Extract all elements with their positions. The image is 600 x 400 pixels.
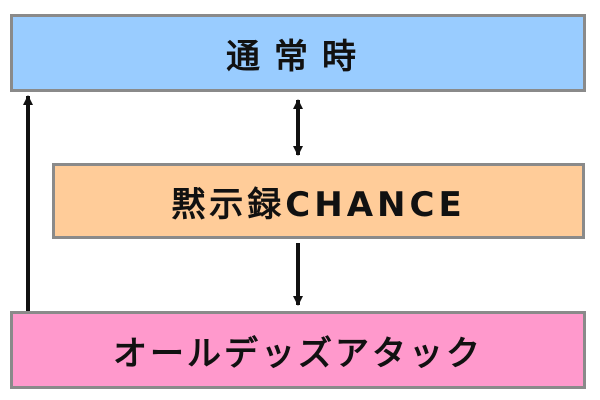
node-normal-label: 通常時	[226, 36, 370, 77]
node-chance-label: 黙示録CHANCE	[171, 184, 466, 225]
node-attack: オールデッズアタック	[10, 311, 586, 389]
node-attack-label: オールデッズアタック	[113, 333, 483, 374]
node-chance: 黙示録CHANCE	[52, 163, 585, 239]
node-normal: 通常時	[10, 14, 586, 92]
